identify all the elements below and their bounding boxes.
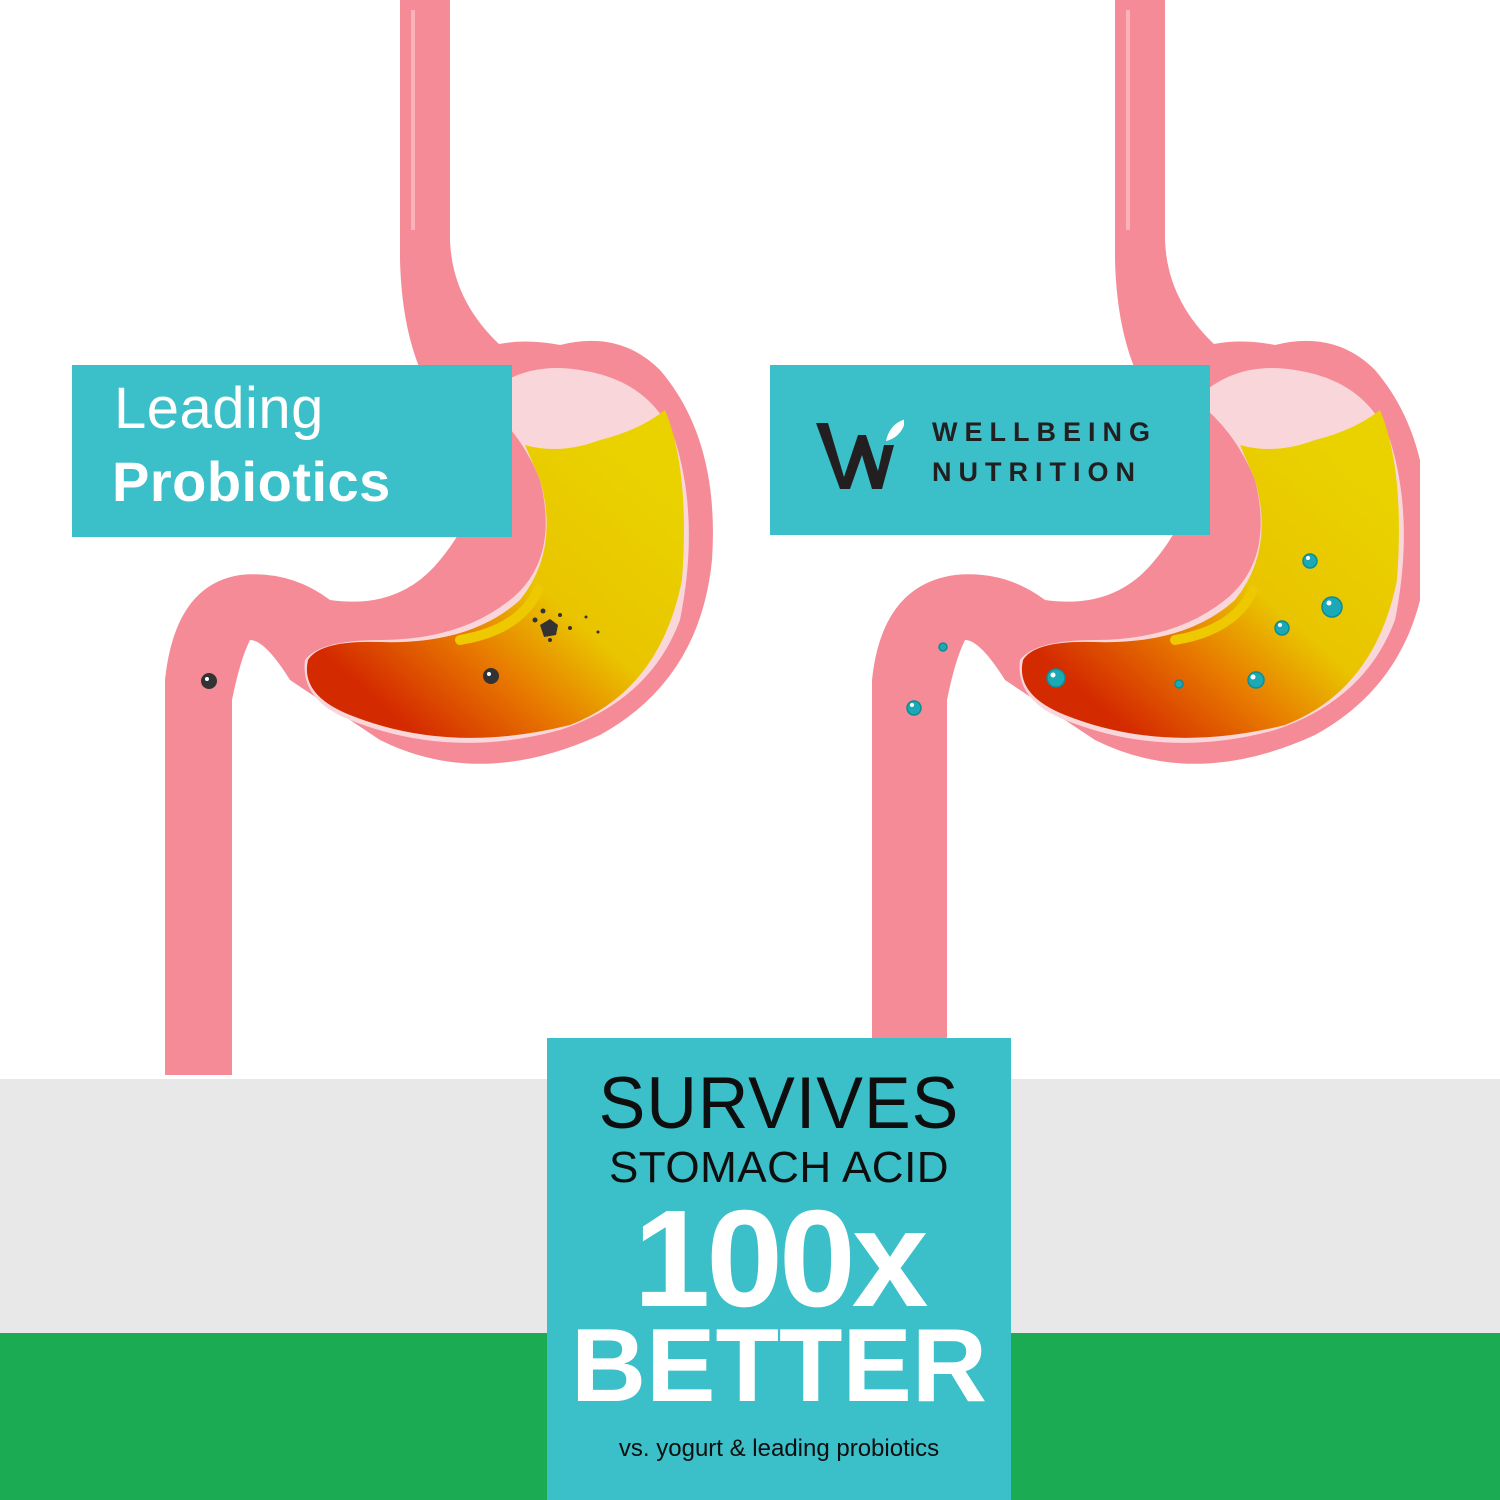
label-probiotics-text: Probiotics (112, 450, 391, 513)
leading-probiotics-label: Leading Probiotics (72, 365, 512, 537)
label-leading-text: Leading (114, 376, 324, 441)
stomach-illustration-wellbeing-nutrition (872, 0, 1420, 1040)
brand-name-line2: NUTRITION (932, 457, 1142, 487)
brand-name-line1: WELLBEING (932, 417, 1157, 447)
dead-bacteria-particles (201, 608, 600, 689)
claim-stomach-acid-text: STOMACH ACID (608, 1143, 950, 1192)
wellbeing-nutrition-label: WELLBEING NUTRITION (770, 365, 1210, 535)
claim-panel: SURVIVES STOMACH ACID 100x BETTER vs. yo… (547, 1038, 1011, 1500)
stomach-illustration-leading-probiotics (165, 0, 713, 1076)
w-leaf-logo-icon (816, 419, 904, 489)
claim-survives-text: SURVIVES (598, 1062, 960, 1144)
claim-comparison-text: vs. yogurt & leading probiotics (618, 1435, 940, 1462)
claim-better-text: BETTER (571, 1308, 987, 1424)
claim-100x-text: 100x (633, 1182, 929, 1336)
